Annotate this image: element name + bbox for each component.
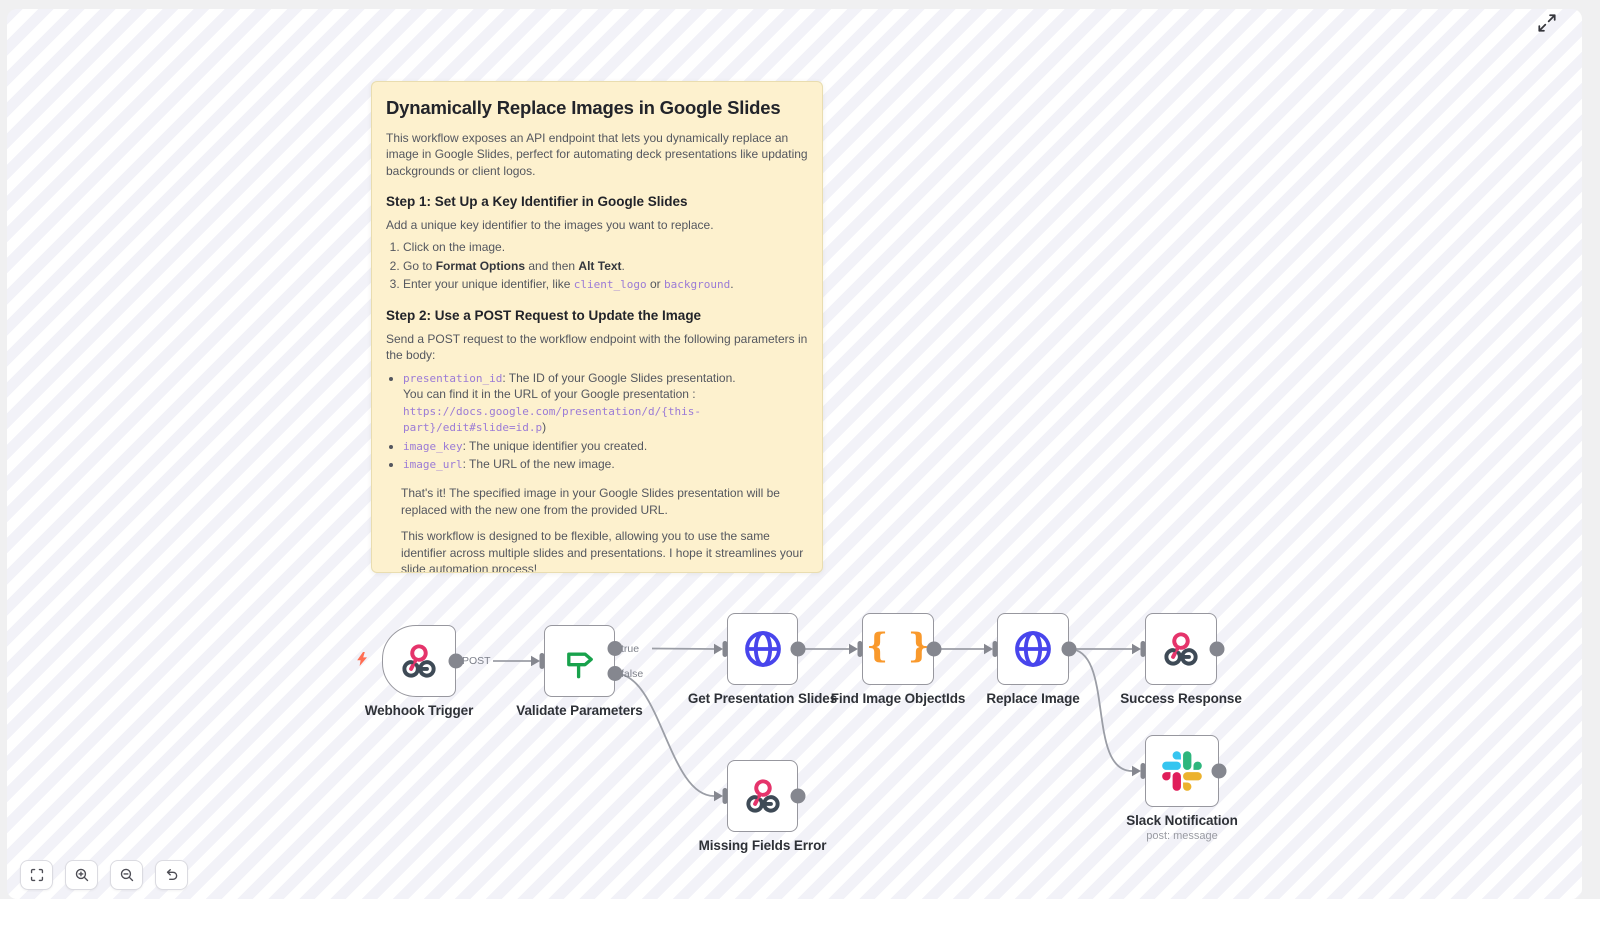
slack-icon [1162, 751, 1202, 791]
inline-code: image_key [403, 439, 463, 453]
connections-layer [493, 647, 1133, 797]
node-replace-image[interactable] [997, 613, 1069, 685]
zoom-in-icon [74, 867, 90, 883]
connection-label: false [621, 667, 644, 680]
node-get-presentation-slides[interactable] [727, 613, 798, 685]
sticky-step2-heading: Step 2: Use a POST Request to Update the… [386, 307, 702, 323]
sticky-outro: That's it! The specified image in your G… [401, 485, 808, 573]
expand-button[interactable] [1536, 12, 1558, 34]
sticky-list-item: presentation_id: The ID of your Google S… [403, 370, 808, 436]
editor-frame: Dynamically Replace Images in Google Sli… [0, 0, 1600, 899]
sticky-list-item: Go to Format Options and then Alt Text. [403, 258, 808, 275]
sticky-outro-paragraph: That's it! The specified image in your G… [401, 485, 780, 517]
sticky-intro: This workflow exposes an API endpoint th… [386, 130, 808, 178]
signpost-icon [559, 640, 601, 682]
node-label: Validate Parameters [516, 703, 643, 718]
sticky-list-item: Click on the image. [403, 239, 808, 256]
sticky-step1-heading: Step 1: Set Up a Key Identifier in Googl… [386, 194, 688, 210]
sticky-list-item: Enter your unique identifier, like clien… [403, 276, 808, 293]
zoom-out-icon [119, 867, 135, 883]
node-missing-fields-error[interactable] [727, 760, 798, 832]
inline-code: https://docs.google.com/presentation/d/{… [403, 404, 702, 435]
node-label: Find Image ObjectIds [830, 691, 966, 706]
node-label: Webhook Trigger [364, 703, 474, 718]
node-sublabel: post: message [1146, 830, 1218, 842]
connection-label: POST [462, 655, 491, 667]
globe-icon [741, 627, 785, 671]
sticky-step1-lead: Add a unique key identifier to the image… [386, 217, 714, 232]
expand-arrows-icon [1538, 14, 1556, 32]
zoom-out-button[interactable] [110, 860, 143, 890]
inline-code: presentation_id [403, 371, 503, 385]
undo-icon [164, 867, 180, 883]
node-webhook-trigger[interactable] [382, 625, 456, 697]
webhook-icon [1162, 630, 1200, 668]
globe-icon [1011, 627, 1055, 671]
node-success-response[interactable] [1145, 613, 1217, 685]
undo-button[interactable] [155, 860, 188, 890]
node-label: Slack Notification [1126, 813, 1238, 828]
sticky-step2-list: presentation_id: The ID of your Google S… [386, 370, 808, 473]
sticky-title: Dynamically Replace Images in Google Sli… [386, 97, 781, 118]
node-label: Missing Fields Error [698, 838, 827, 853]
fit-view-icon [29, 867, 45, 883]
connection-label: true [621, 642, 640, 655]
connection-validate-parameters-to-get-presentation-slides[interactable] [651, 647, 715, 650]
connection-replace-image-to-slack-notification[interactable] [1068, 648, 1133, 772]
node-validate-parameters[interactable] [544, 625, 615, 697]
webhook-icon [400, 642, 438, 680]
sticky-step1-list: Click on the image. Go to Format Options … [386, 239, 808, 293]
canvas-zoom-controls [20, 860, 188, 890]
node-label: Success Response [1120, 691, 1242, 706]
inline-code: background [663, 278, 731, 292]
sticky-step2-lead: Send a POST request to the workflow endp… [386, 331, 808, 363]
node-label: Replace Image [986, 691, 1080, 706]
sticky-list-item: image_key: The unique identifier you cre… [403, 438, 808, 455]
sticky-list-item: image_url: The URL of the new image. [403, 456, 808, 473]
sticky-outro-paragraph: This workflow is designed to be flexible… [401, 529, 804, 573]
inline-code: image_url [403, 458, 463, 472]
fit-view-button[interactable] [20, 860, 53, 890]
inline-code: client_logo [573, 278, 647, 292]
node-find-image-objectids[interactable]: { } [862, 613, 934, 685]
braces-icon: { } [866, 626, 934, 666]
lightning-bolt-icon [354, 651, 370, 672]
zoom-in-button[interactable] [65, 860, 98, 890]
workflow-canvas[interactable]: Dynamically Replace Images in Google Sli… [7, 9, 1582, 899]
sticky-note[interactable]: Dynamically Replace Images in Google Sli… [371, 81, 823, 573]
connection-validate-parameters-to-missing-fields-error[interactable] [614, 672, 715, 797]
node-slack-notification[interactable] [1145, 735, 1219, 807]
node-label: Get Presentation Slides [687, 691, 838, 706]
webhook-icon [744, 777, 782, 815]
bottom-strip [0, 899, 1600, 938]
